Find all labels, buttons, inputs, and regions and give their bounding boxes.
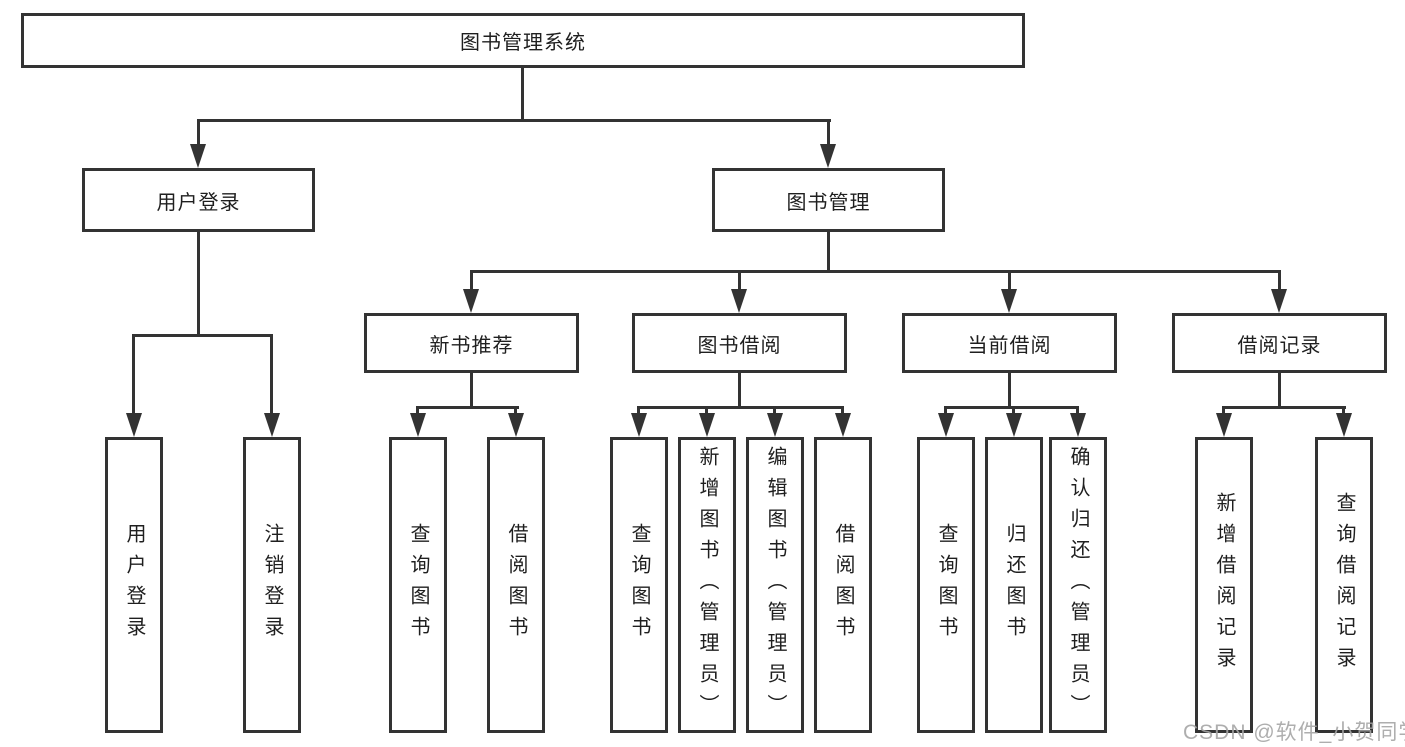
connector-line <box>827 232 830 273</box>
connector-line <box>1076 406 1079 415</box>
arrow-down-icon <box>820 144 836 168</box>
leaf-label: 查询借阅记录 <box>1333 492 1355 678</box>
arrow-down-icon <box>1216 413 1232 437</box>
node-borrow-records: 借阅记录 <box>1172 313 1387 373</box>
arrow-down-icon <box>508 413 524 437</box>
arrow-down-icon <box>631 413 647 437</box>
leaf-label: 查询图书 <box>935 523 957 647</box>
connector-line <box>132 334 273 337</box>
leaf-label: 借阅图书 <box>832 523 854 647</box>
leaf-confirm-return-admin: 确认归还（管理员） <box>1049 437 1107 733</box>
leaf-label: 用户登录 <box>123 523 145 647</box>
connector-line <box>514 406 517 415</box>
connector-line <box>1222 406 1225 415</box>
connector-line <box>944 406 947 415</box>
leaf-query-borrow-record: 查询借阅记录 <box>1315 437 1373 733</box>
connector-line <box>197 232 200 336</box>
arrow-down-icon <box>731 289 747 313</box>
connector-line <box>270 334 273 415</box>
leaf-label: 归还图书 <box>1003 523 1025 647</box>
leaf-logout: 注销登录 <box>243 437 301 733</box>
leaf-add-books-admin: 新增图书（管理员） <box>678 437 736 733</box>
arrow-down-icon <box>835 413 851 437</box>
connector-line <box>841 406 844 415</box>
node-user-login: 用户登录 <box>82 168 315 232</box>
leaf-add-borrow-record: 新增借阅记录 <box>1195 437 1253 733</box>
arrow-down-icon <box>1070 413 1086 437</box>
arrow-down-icon <box>767 413 783 437</box>
connector-line <box>197 119 831 122</box>
leaf-label: 新增借阅记录 <box>1213 492 1235 678</box>
csdn-watermark: CSDN @软件_小贺同学 <box>1183 721 1405 744</box>
connector-line <box>738 270 741 291</box>
connector-line <box>521 68 524 121</box>
arrow-down-icon <box>463 289 479 313</box>
connector-line <box>470 270 473 291</box>
connector-line <box>637 406 640 415</box>
leaf-borrow-books-1: 借阅图书 <box>487 437 545 733</box>
connector-line <box>827 119 830 146</box>
leaf-query-books-1: 查询图书 <box>389 437 447 733</box>
leaf-label: 注销登录 <box>261 523 283 647</box>
arrow-down-icon <box>938 413 954 437</box>
connector-line <box>470 373 473 408</box>
connector-line <box>1278 373 1281 408</box>
connector-line <box>1008 270 1011 291</box>
connector-line <box>470 270 1281 273</box>
connector-line <box>416 406 519 409</box>
connector-line <box>416 406 419 415</box>
node-book-management: 图书管理 <box>712 168 945 232</box>
arrow-down-icon <box>1271 289 1287 313</box>
connector-line <box>1278 270 1281 291</box>
connector-line <box>738 373 741 408</box>
connector-line <box>1222 406 1346 409</box>
connector-line <box>637 406 844 409</box>
leaf-query-books-2: 查询图书 <box>610 437 668 733</box>
node-current-borrow: 当前借阅 <box>902 313 1117 373</box>
arrow-down-icon <box>699 413 715 437</box>
arrow-down-icon <box>264 413 280 437</box>
leaf-label: 查询图书 <box>628 523 650 647</box>
leaf-query-books-3: 查询图书 <box>917 437 975 733</box>
arrow-down-icon <box>1001 289 1017 313</box>
connector-line <box>773 406 776 415</box>
arrow-down-icon <box>126 413 142 437</box>
arrow-down-icon <box>1006 413 1022 437</box>
leaf-label: 借阅图书 <box>505 523 527 647</box>
connector-line <box>1008 373 1011 408</box>
connector-line <box>1012 406 1015 415</box>
arrow-down-icon <box>190 144 206 168</box>
connector-line <box>705 406 708 415</box>
leaf-return-books: 归还图书 <box>985 437 1043 733</box>
leaf-label: 确认归还（管理员） <box>1067 445 1089 725</box>
leaf-user-login: 用户登录 <box>105 437 163 733</box>
leaf-label: 查询图书 <box>407 523 429 647</box>
arrow-down-icon <box>1336 413 1352 437</box>
node-root-library-system: 图书管理系统 <box>21 13 1025 68</box>
leaf-edit-books-admin: 编辑图书（管理员） <box>746 437 804 733</box>
connector-line <box>944 406 1079 409</box>
node-book-borrow: 图书借阅 <box>632 313 847 373</box>
leaf-borrow-books-2: 借阅图书 <box>814 437 872 733</box>
connector-line <box>132 334 135 415</box>
leaf-label: 新增图书（管理员） <box>696 445 718 725</box>
connector-line <box>1342 406 1345 415</box>
leaf-label: 编辑图书（管理员） <box>764 445 786 725</box>
arrow-down-icon <box>410 413 426 437</box>
connector-line <box>197 119 200 146</box>
node-new-book-recommend: 新书推荐 <box>364 313 579 373</box>
